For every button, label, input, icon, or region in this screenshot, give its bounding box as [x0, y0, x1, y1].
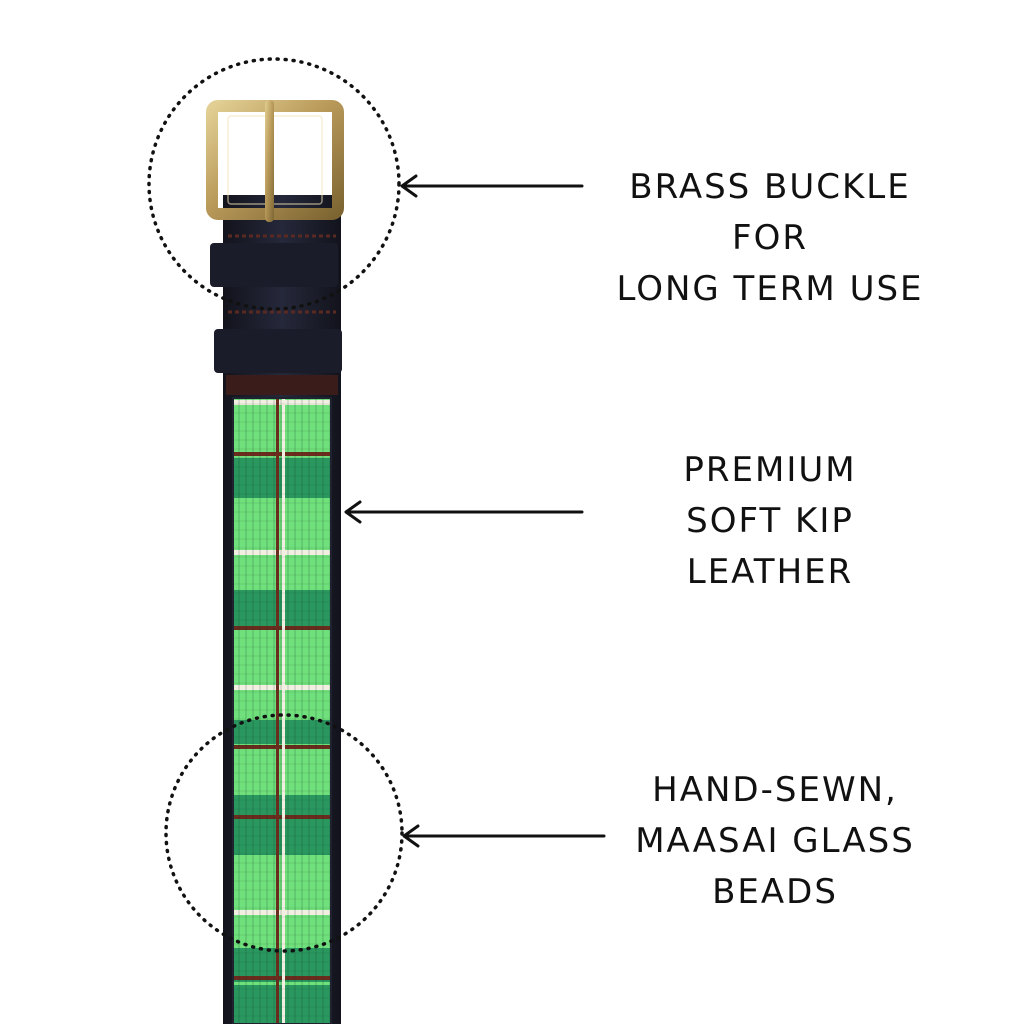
callout-line: BRASS BUCKLE: [629, 167, 911, 207]
belt-brown-edge: [226, 375, 338, 395]
callout-line: LONG TERM USE: [616, 269, 924, 309]
glass-beads-callout: HAND-SEWN, MAASAI GLASS BEADS: [600, 765, 950, 918]
buckle-prong: [265, 100, 274, 222]
buckle-dotted-circle: [147, 57, 401, 311]
brass-buckle: [206, 100, 344, 222]
callout-line: BEADS: [712, 872, 838, 912]
bead-vertical-stripe: [276, 398, 279, 1024]
leather-callout: PREMIUM SOFT KIP LEATHER: [620, 445, 920, 598]
left-arrow-icon: [402, 824, 606, 848]
callout-line: LEATHER: [686, 552, 854, 592]
belt: [206, 100, 344, 1024]
brass-buckle-callout: BRASS BUCKLE FOR LONG TERM USE: [590, 162, 950, 315]
bead-vertical-stripe: [282, 398, 285, 1024]
beads-dotted-circle: [164, 713, 404, 953]
belt-loop: [214, 329, 342, 373]
callout-line: PREMIUM: [683, 450, 857, 490]
beaded-panel-border: [232, 397, 332, 1024]
callout-line: SOFT KIP: [686, 501, 854, 541]
beaded-panel: [233, 398, 331, 1024]
left-arrow-icon: [400, 174, 584, 198]
belt-loop: [210, 243, 338, 287]
callout-line: FOR: [732, 218, 808, 258]
left-arrow-icon: [344, 500, 584, 524]
callout-line: HAND-SEWN,: [652, 770, 898, 810]
callout-line: MAASAI GLASS: [635, 821, 915, 861]
